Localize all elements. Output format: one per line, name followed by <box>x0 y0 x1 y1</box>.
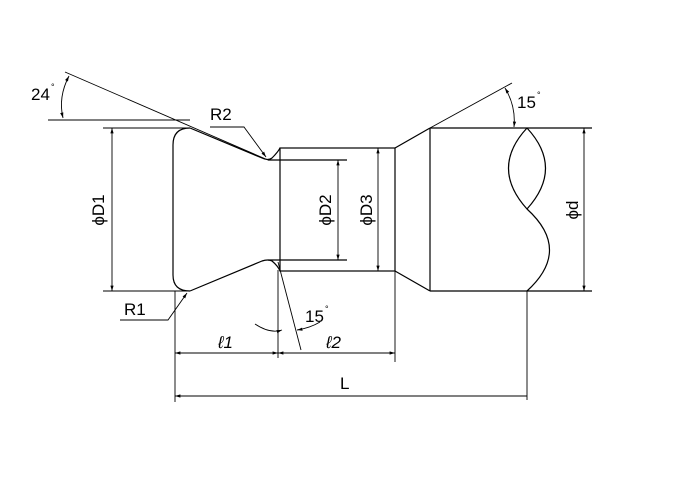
extension-lines <box>48 71 528 402</box>
r1-leader <box>120 292 188 321</box>
angle-24-label: 24 <box>31 85 50 104</box>
r2-label: R2 <box>210 105 232 124</box>
L-label: L <box>340 374 349 393</box>
angle-15-bottom-arc-right <box>296 321 321 331</box>
r2-leader <box>210 126 267 158</box>
l2-label: ℓ2 <box>325 333 341 352</box>
d1-label: ϕD1 <box>89 194 108 225</box>
degree-symbol: ° <box>537 90 541 100</box>
r1-label: R1 <box>124 300 146 319</box>
break-line <box>508 127 550 292</box>
degree-symbol: ° <box>51 82 55 92</box>
d2-label: ϕD2 <box>316 194 335 225</box>
dimension-lines <box>60 75 586 398</box>
angle-24-arc <box>60 75 70 119</box>
angle-15-top-label: 15 <box>517 93 536 112</box>
angle-15-top-arc <box>504 87 517 128</box>
l1-label: ℓ1 <box>217 333 233 352</box>
part-outline <box>172 127 592 292</box>
angle-15-bottom-label: 15 <box>305 307 324 326</box>
angle-15-bottom-arc-left <box>254 323 283 334</box>
d3-label: ϕD3 <box>357 194 376 225</box>
d-label: ϕd <box>563 201 582 220</box>
degree-symbol: ° <box>325 304 329 314</box>
